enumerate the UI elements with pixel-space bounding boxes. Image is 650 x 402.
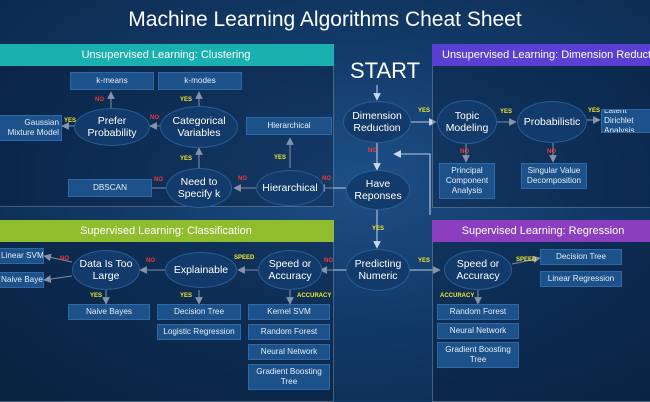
edge-label-yes: YES — [418, 108, 431, 114]
clustering-header: Unsupervised Learning: Clustering — [0, 44, 334, 66]
edge-label-no: NO — [238, 176, 247, 182]
edge-label-no: NO — [460, 149, 469, 155]
edge-label-speed: SPEED — [234, 255, 255, 261]
need-to-specify-k-node: Need to Specify k — [166, 168, 232, 208]
hierarchical-box: Hierarchical — [246, 117, 332, 135]
edge-label-no: NO — [322, 176, 331, 182]
classification-header: Supervised Learning: Classification — [0, 220, 334, 242]
linear-svm-box: Linear SVM — [0, 248, 44, 264]
edge-label-yes: YES — [588, 108, 601, 114]
edge-label-no: NO — [154, 177, 163, 183]
naive-bayes-box: Naive Bayes — [68, 304, 150, 320]
kmeans-box: k-means — [70, 72, 154, 90]
edge-label-no: NO — [547, 149, 556, 155]
edge-label-yes: YES — [64, 118, 77, 124]
categorical-variables-node: Categorical Variables — [160, 106, 238, 148]
neural-network-reg-box: Neural Network — [437, 323, 519, 339]
dimension-reduction-node: Dimension Reduction — [343, 101, 411, 143]
dimension-header: Unsupervised Learning: Dimension Reducti… — [432, 44, 650, 66]
random-forest-class-box: Random Forest — [248, 324, 330, 340]
edge-label-yes: YES — [180, 156, 193, 162]
naive-bayes-top-box: Naive Bayes — [0, 272, 44, 288]
edge-label-yes: YES — [274, 155, 287, 161]
random-forest-reg-box: Random Forest — [437, 304, 519, 320]
edge-label-no: NO — [324, 258, 333, 264]
latent-box: Latent Dirichlet Analysis — [601, 109, 650, 133]
link-return-have — [393, 150, 431, 215]
gaussian-box: Gaussian Mixture Model — [0, 115, 62, 141]
kernel-svm-box: Kernel SVM — [248, 304, 330, 320]
edge-label-speed: SPEED — [516, 257, 537, 263]
edge-label-yes: YES — [180, 293, 193, 299]
predicting-numeric-node: Predicting Numeric — [346, 249, 410, 291]
kmodes-box: k-modes — [158, 72, 242, 90]
edge-label-no: NO — [146, 258, 155, 264]
decision-tree-class-box: Decision Tree — [157, 304, 241, 320]
neural-network-class-box: Neural Network — [248, 344, 330, 360]
svd-box: Singular Value Decomposition — [521, 163, 587, 189]
dbscan-box: DBSCAN — [68, 179, 152, 197]
link-data-nb-top — [43, 275, 73, 283]
explainable-node: Explainable — [165, 252, 237, 288]
edge-label-accuracy: ACCURACY — [440, 293, 475, 299]
edge-label-no: NO — [60, 256, 69, 262]
topic-modeling-node: Topic Modeling — [437, 100, 497, 144]
prefer-probability-node: Prefer Probability — [74, 108, 150, 146]
link-regspeed-dt — [511, 255, 541, 265]
hierarchical-node: Hierarchical — [256, 170, 324, 206]
edge-label-yes: YES — [372, 226, 385, 232]
speed-or-accuracy-reg-node: Speed or Accuracy — [444, 250, 512, 290]
edge-label-no: NO — [368, 148, 377, 154]
link-data-svm — [43, 253, 73, 263]
gbt-reg-box: Gradient Boosting Tree — [437, 342, 519, 368]
page-title: Machine Learning Algorithms Cheat Sheet — [128, 8, 522, 31]
edge-label-yes: YES — [500, 109, 513, 115]
start-label: START — [350, 58, 421, 83]
linear-regression-box: Linear Regression — [540, 271, 622, 287]
probabilistic-node: Probabilistic — [517, 101, 587, 143]
have-reponses-node: Have Reponses — [346, 170, 410, 210]
edge-label-yes: YES — [418, 258, 431, 264]
edge-label-accuracy: ACCURACY — [297, 293, 332, 299]
pca-box: Principal Component Analysis — [439, 163, 495, 199]
regression-header: Supervised Learning: Regression — [432, 220, 650, 242]
gbt-class-box: Gradient Boosting Tree — [248, 364, 330, 390]
edge-label-yes: YES — [180, 97, 193, 103]
logistic-regression-box: Logistic Regression — [157, 324, 241, 340]
decision-tree-reg-box: Decision Tree — [540, 249, 622, 265]
data-too-large-node: Data Is Too Large — [72, 250, 140, 290]
edge-label-no: NO — [150, 115, 159, 121]
speed-or-accuracy-class-node: Speed or Accuracy — [258, 250, 322, 290]
edge-label-no: NO — [95, 97, 104, 103]
edge-label-yes: YES — [90, 293, 103, 299]
